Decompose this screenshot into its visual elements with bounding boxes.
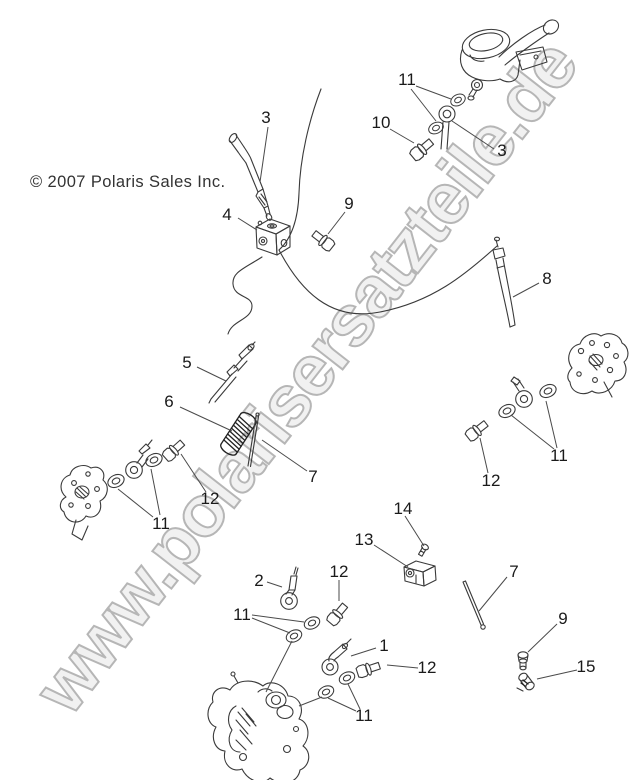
right-caliper-bracket	[567, 333, 629, 398]
rod-7-right	[462, 580, 486, 630]
svg-text:11: 11	[355, 706, 373, 725]
svg-text:12: 12	[418, 658, 437, 677]
clamp-15	[516, 672, 535, 692]
banjo-group-right	[463, 376, 559, 443]
callout-15: 15	[536, 657, 596, 680]
callout-4: 4	[222, 205, 258, 231]
watermark: www.polarisersatzteile.de	[19, 27, 592, 729]
svg-text:9: 9	[558, 609, 567, 628]
callout-12-midright: 12	[479, 437, 501, 490]
bolt-9-top	[309, 227, 337, 253]
callout-2: 2	[254, 571, 283, 590]
callout-11-midright: 11	[510, 400, 568, 465]
pin-7-left	[247, 412, 260, 468]
svg-text:11: 11	[398, 70, 416, 89]
svg-text:10: 10	[372, 113, 391, 132]
svg-text:6: 6	[164, 392, 173, 411]
svg-text:3: 3	[261, 108, 270, 127]
callout-14: 14	[394, 499, 425, 547]
svg-text:11: 11	[152, 514, 170, 533]
callout-6: 6	[164, 392, 233, 432]
svg-text:8: 8	[542, 269, 551, 288]
callout-8: 8	[512, 269, 552, 298]
master-cylinder-drawing	[459, 19, 560, 101]
callout-12-center: 12	[330, 562, 349, 601]
svg-text:5: 5	[182, 353, 191, 372]
svg-text:12: 12	[201, 489, 220, 508]
svg-text:2: 2	[254, 571, 263, 590]
callout-1: 1	[350, 636, 389, 657]
clamp-13	[403, 560, 437, 587]
callout-13: 13	[355, 530, 409, 568]
svg-text:7: 7	[308, 467, 317, 486]
banjo-group-left	[105, 437, 188, 491]
callout-12-bottomright: 12	[386, 658, 437, 677]
svg-text:15: 15	[577, 657, 596, 676]
svg-text:4: 4	[222, 205, 231, 224]
brake-hose-3	[228, 133, 273, 221]
long-brake-line	[278, 88, 322, 251]
svg-text:3: 3	[497, 141, 506, 160]
callout-12-left: 12	[180, 453, 220, 508]
long-brake-line-lower	[278, 245, 498, 315]
callout-5: 5	[182, 353, 227, 382]
washers-top	[426, 91, 468, 150]
spring-6	[220, 411, 257, 456]
callout-11-bottom: 11	[298, 683, 373, 725]
callout-11-top: 11	[398, 70, 452, 122]
svg-text:11: 11	[233, 605, 251, 624]
copyright-notice: © 2007 Polaris Sales Inc.	[30, 173, 226, 191]
hose-5	[208, 341, 256, 404]
svg-text:9: 9	[344, 194, 353, 213]
svg-text:13: 13	[355, 530, 374, 549]
callout-3-right: 3	[451, 120, 507, 160]
part-2-hose-end	[280, 566, 299, 610]
svg-text:11: 11	[550, 446, 568, 465]
callout-7-left: 7	[261, 439, 318, 486]
svg-text:12: 12	[482, 471, 501, 490]
callout-9-bottom: 9	[527, 609, 568, 653]
callout-7-right: 7	[478, 562, 519, 612]
part-1-hose-end	[315, 638, 382, 702]
svg-text:14: 14	[394, 499, 413, 518]
screw-9-bottom	[517, 651, 529, 671]
s-curve-line	[227, 256, 263, 335]
hose-8	[492, 236, 516, 328]
callout-9-top: 9	[327, 194, 354, 235]
bottom-caliper	[207, 671, 310, 780]
callout-11-center: 11	[233, 605, 305, 693]
callout-3-top: 3	[259, 108, 271, 183]
screw-14	[417, 543, 429, 557]
svg-text:7: 7	[509, 562, 518, 581]
svg-text:12: 12	[330, 562, 349, 581]
left-caliper-bracket	[59, 465, 108, 541]
callout-11-left: 11	[117, 468, 170, 533]
callout-10: 10	[372, 113, 415, 144]
junction-block-4	[255, 218, 291, 256]
svg-text:1: 1	[379, 636, 388, 655]
